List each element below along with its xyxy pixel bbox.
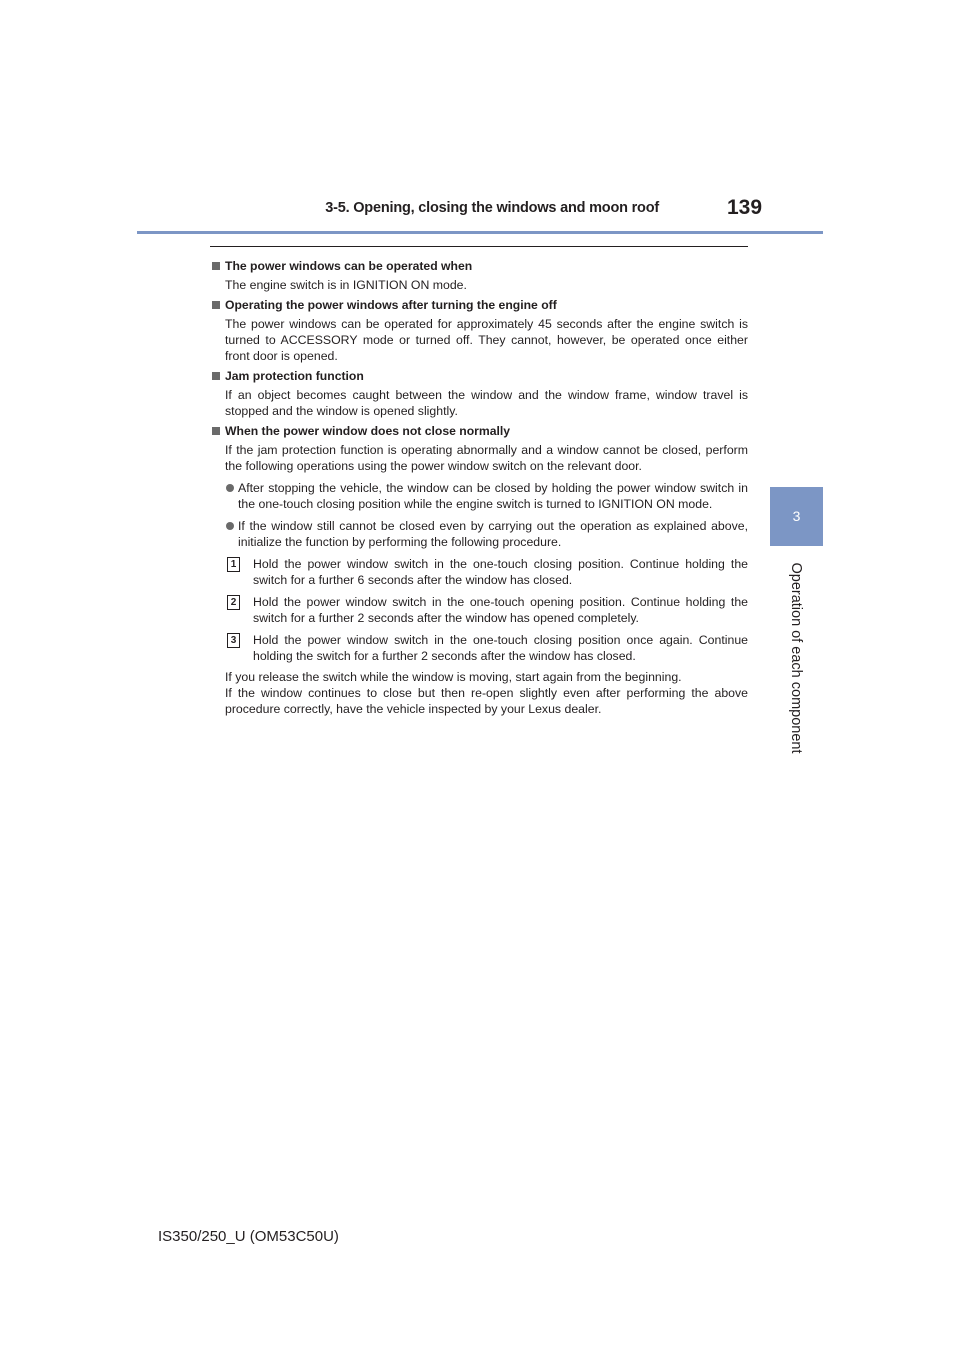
content-top-rule — [210, 246, 748, 247]
section-body: If the jam protection function is operat… — [225, 443, 748, 473]
step-number-badge: 3 — [227, 633, 240, 648]
bullet-item: If the window still cannot be closed eve… — [210, 518, 748, 550]
section-body: If an object becomes caught between the … — [225, 388, 748, 418]
procedure-step: 2 Hold the power window switch in the on… — [210, 594, 748, 626]
footer-model-code: IS350/250_U (OM53C50U) — [158, 1228, 339, 1245]
chapter-section-title: 3-5. Opening, closing the windows and mo… — [325, 200, 659, 216]
bullet-item: After stopping the vehicle, the window c… — [210, 480, 748, 512]
chapter-tab[interactable]: 3 — [770, 487, 823, 546]
square-bullet-icon — [212, 372, 220, 380]
square-bullet-icon — [212, 427, 220, 435]
round-bullet-icon — [226, 484, 234, 492]
section-heading: When the power window does not close nor… — [210, 423, 748, 439]
procedure-step: 3 Hold the power window switch in the on… — [210, 632, 748, 664]
square-bullet-icon — [212, 262, 220, 270]
step-number-badge: 1 — [227, 557, 240, 572]
section-heading: Operating the power windows after turnin… — [210, 297, 748, 313]
section-heading: The power windows can be operated when — [210, 258, 748, 274]
step-number-badge: 2 — [227, 595, 240, 610]
closing-note: If you release the switch while the wind… — [225, 670, 682, 684]
closing-note: If the window continues to close but the… — [225, 686, 748, 716]
chapter-side-label: Operation of each component — [788, 562, 804, 754]
header-rule — [137, 231, 823, 234]
content-body: The power windows can be operated when T… — [210, 258, 748, 717]
section-body: The power windows can be operated for ap… — [225, 317, 748, 363]
page-number: 139 — [727, 196, 763, 219]
square-bullet-icon — [212, 301, 220, 309]
section-body: The engine switch is in IGNITION ON mode… — [225, 278, 467, 292]
round-bullet-icon — [226, 522, 234, 530]
section-heading: Jam protection function — [210, 368, 748, 384]
procedure-step: 1 Hold the power window switch in the on… — [210, 556, 748, 588]
